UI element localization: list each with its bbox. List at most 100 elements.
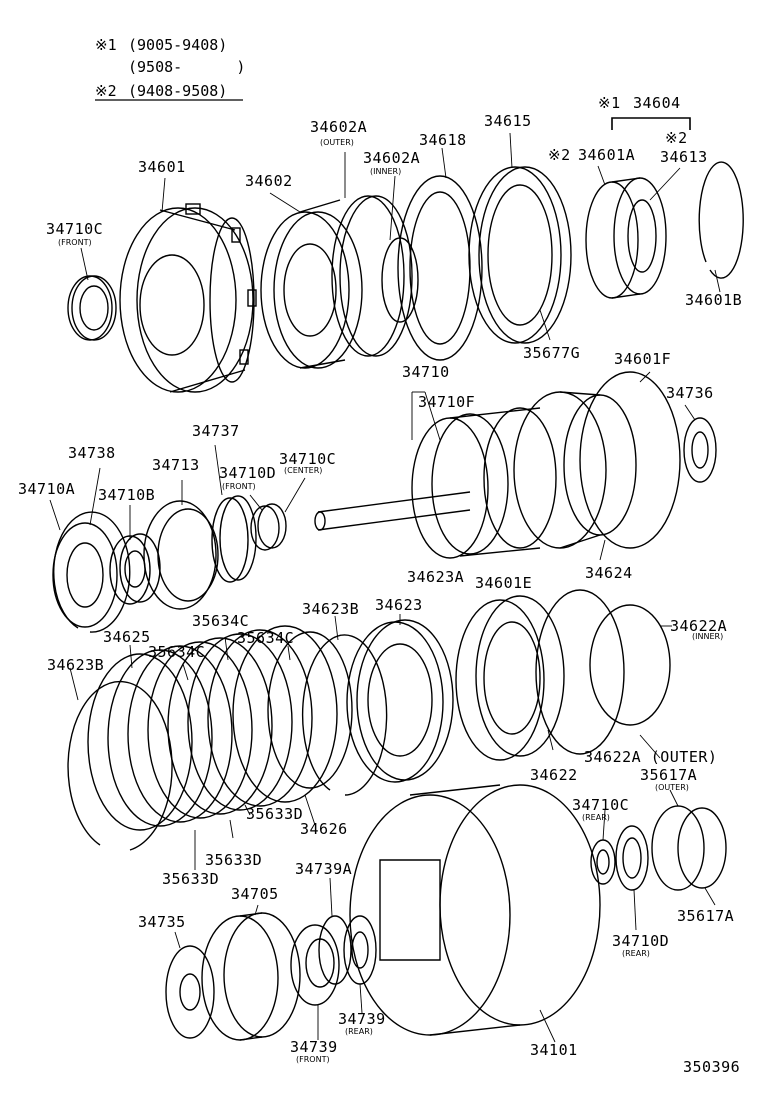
drum-34601 xyxy=(119,203,257,393)
seal-34602a-outer xyxy=(331,195,413,357)
spring-34622 xyxy=(455,595,565,761)
note-1-range-a: (9005-9408) xyxy=(128,36,228,54)
label-35633d-2: 35633D xyxy=(205,851,263,869)
label-34710f: 34710F xyxy=(418,393,476,411)
hub-34601a xyxy=(585,177,667,299)
sublabel-rear-3: (REAR) xyxy=(622,949,650,958)
snap-ring-34710a xyxy=(53,511,131,633)
bearing-34710d-rear xyxy=(615,825,649,891)
drum-34624 xyxy=(513,391,637,549)
label-34623: 34623 xyxy=(375,596,423,614)
label-34710: 34710 xyxy=(402,363,450,381)
label-34622a-outer: 34622A (OUTER) xyxy=(584,748,718,766)
label-34710d-front: 34710D xyxy=(219,464,277,482)
label-35634c-3: 35634C xyxy=(148,643,206,661)
sublabel-outer-2: (OUTER) xyxy=(655,783,689,792)
label-34601a: 34601A xyxy=(578,146,636,164)
sublabel-front-2: (FRONT) xyxy=(222,482,256,491)
label-34613: 34613 xyxy=(660,148,708,166)
label-34601a-mark: ※2 xyxy=(548,146,571,164)
label-34736: 34736 xyxy=(666,384,714,402)
bearing-34710d-front xyxy=(250,503,287,551)
label-35634c-2: 35634C xyxy=(237,629,295,647)
label-34710c-center: 34710C xyxy=(279,450,337,468)
label-35633d-1: 35633D xyxy=(246,805,304,823)
ring-35617a xyxy=(677,807,727,889)
label-34624: 34624 xyxy=(585,564,633,582)
seal-34710c-front xyxy=(67,275,117,341)
label-34710b: 34710B xyxy=(98,486,156,504)
label-34737: 34737 xyxy=(192,422,240,440)
sublabel-inner-1: (INNER) xyxy=(370,167,402,176)
label-34601f: 34601F xyxy=(614,350,672,368)
label-34604: 34604 xyxy=(633,94,681,112)
sublabel-front-3: (FRONT) xyxy=(296,1055,330,1064)
label-34739-front: 34739 xyxy=(290,1038,338,1056)
label-35617a-outer: 35617A xyxy=(640,766,698,784)
note-1-mark: ※1 xyxy=(95,36,117,54)
washer-34736 xyxy=(683,417,717,483)
note-2-range: (9408-9508) xyxy=(128,82,228,100)
label-34618: 34618 xyxy=(419,131,467,149)
label-35633d-3: 35633D xyxy=(162,870,220,888)
spring-34615 xyxy=(468,166,572,344)
label-34710c-front: 34710C xyxy=(46,220,104,238)
label-34601b: 34601B xyxy=(685,291,743,309)
snap-ring-34623b-left xyxy=(67,680,173,851)
label-34601: 34601 xyxy=(138,158,186,176)
sublabel-rear-1: (REAR) xyxy=(582,813,610,822)
label-34626: 34626 xyxy=(300,820,348,838)
snap-ring-34601b xyxy=(698,161,744,279)
label-34710a: 34710A xyxy=(18,480,76,498)
snap-ring-34623b-top xyxy=(301,634,388,796)
seal-34622a-inner xyxy=(589,604,671,726)
gear-34738 xyxy=(52,522,118,628)
shaft-34710 xyxy=(314,407,557,559)
sublabel-inner-2: (INNER) xyxy=(692,632,724,641)
label-34735: 34735 xyxy=(138,913,186,931)
label-34713: 34713 xyxy=(152,456,200,474)
label-34623b-top: 34623B xyxy=(302,600,360,618)
reference-number: 350396 xyxy=(683,1058,741,1076)
label-34615: 34615 xyxy=(484,112,532,130)
label-34705: 34705 xyxy=(231,885,279,903)
label-34602a-outer: 34602A xyxy=(310,118,368,136)
sublabel-center: (CENTER) xyxy=(284,466,323,475)
note-1-range-b: (9508- ) xyxy=(128,58,246,76)
bearing-34739-front xyxy=(290,924,340,1006)
piston-34602 xyxy=(260,199,363,369)
label-34602: 34602 xyxy=(245,172,293,190)
note-2-mark: ※2 xyxy=(95,82,117,100)
label-34623b-left: 34623B xyxy=(47,656,105,674)
carrier-34737 xyxy=(211,495,257,583)
sublabel-rear-2: (REAR) xyxy=(345,1027,373,1036)
ring-34601f xyxy=(579,371,681,549)
bearing-34739a xyxy=(318,915,352,985)
label-34602a-inner: 34602A xyxy=(363,149,421,167)
label-34710c-rear: 34710C xyxy=(572,796,630,814)
washer-34735 xyxy=(165,945,215,1039)
gear-34705 xyxy=(201,912,301,1041)
label-34710d-rear: 34710D xyxy=(612,932,670,950)
piston-34623 xyxy=(346,619,454,783)
label-35634c-1: 35634C xyxy=(192,612,250,630)
sublabel-front-1: (FRONT) xyxy=(58,238,92,247)
seal-34622a-outer xyxy=(535,589,625,755)
label-35677g: 35677G xyxy=(523,344,581,362)
label-34101: 34101 xyxy=(530,1041,578,1059)
label-34622: 34622 xyxy=(530,766,578,784)
label-34738: 34738 xyxy=(68,444,116,462)
gear-34713 xyxy=(143,500,219,610)
label-34622a-inner: 34622A xyxy=(670,617,728,635)
label-35617a: 35617A xyxy=(677,907,735,925)
clutch-pack xyxy=(67,625,388,851)
label-34613-mark: ※2 xyxy=(665,129,688,147)
sublabel-outer-1: (OUTER) xyxy=(320,138,354,147)
label-34623a: 34623A xyxy=(407,568,465,586)
case-34101 xyxy=(349,784,601,1036)
label-34739a: 34739A xyxy=(295,860,353,878)
label-34625: 34625 xyxy=(103,628,151,646)
label-34601e: 34601E xyxy=(475,574,533,592)
